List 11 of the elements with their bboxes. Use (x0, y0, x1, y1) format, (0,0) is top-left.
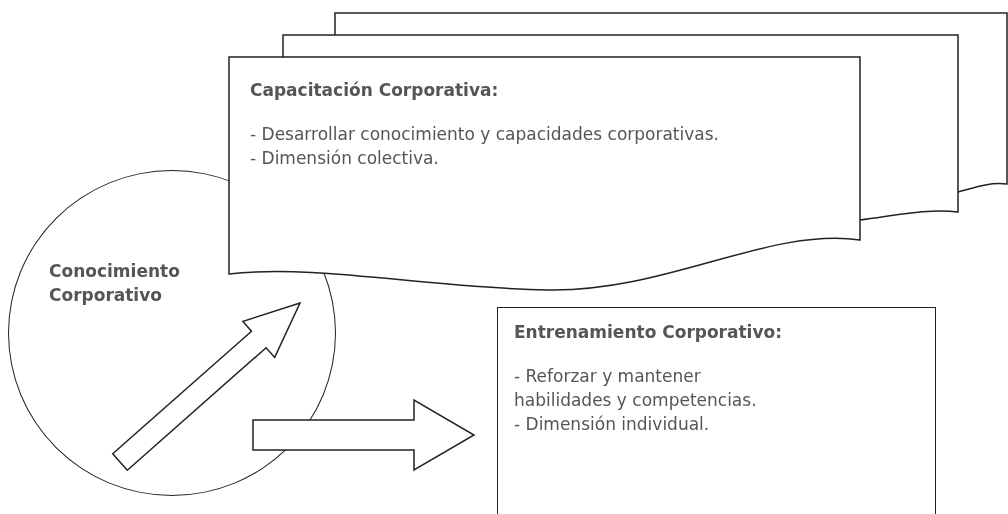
node-text: - Reforzar y mantener habilidades y competencias. (514, 365, 758, 412)
node-text: - Desarrollar conocimiento y capacidades corporativas. (250, 123, 720, 146)
node-heading: Entrenamiento Corporativo: (514, 321, 783, 344)
node-text: - Dimensión individual. (514, 413, 711, 436)
block-arrow (252, 398, 476, 472)
text-box (497, 307, 936, 514)
node-text: - Dimensión colectiva. (250, 147, 440, 170)
node-heading: Conocimiento Corporativo (49, 260, 181, 307)
node-heading: Capacitación Corporativa: (250, 79, 500, 102)
document-stack (228, 12, 1008, 294)
block-arrow (111, 301, 302, 472)
